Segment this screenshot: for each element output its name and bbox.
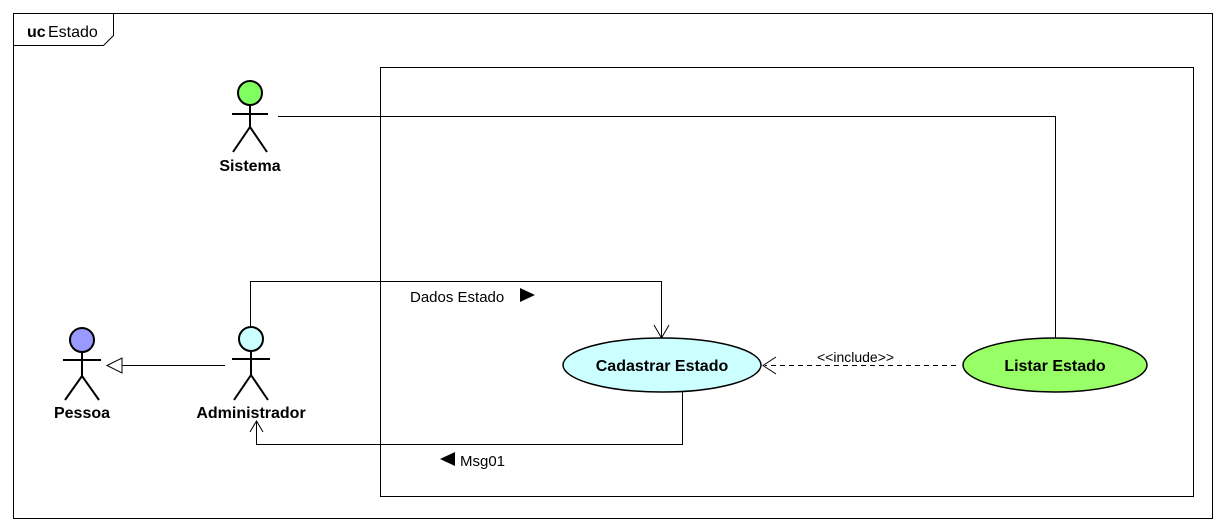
- actor-head: [237, 80, 263, 106]
- message-direction-left: [440, 452, 455, 466]
- actor-sistema-label: Sistema: [219, 158, 280, 175]
- association-cadastrar-admin: [256, 392, 683, 445]
- actor-administrador-label: Administrador: [196, 405, 305, 422]
- association-sistema-listar: [278, 116, 1056, 338]
- diagram-frame: [13, 13, 1213, 519]
- frame-name-tab: [13, 13, 114, 46]
- include-arrowhead: [762, 356, 777, 375]
- actor-pessoa[interactable]: [63, 327, 101, 401]
- actor-head: [69, 327, 95, 353]
- open-arrowhead-admin: [249, 420, 264, 433]
- include-label: <<include>>: [817, 349, 894, 365]
- message-direction-right: [520, 288, 535, 302]
- usecase-listar-label: Listar Estado: [1004, 358, 1106, 375]
- frame-keyword: uc: [27, 24, 46, 41]
- generalization-arrowhead: [105, 357, 123, 374]
- association-admin-cadastrar: [250, 281, 662, 338]
- actor-administrador[interactable]: [232, 326, 270, 401]
- actor-pessoa-label: Pessoa: [54, 405, 110, 422]
- usecase-cadastrar-label: Cadastrar Estado: [596, 358, 729, 375]
- message-dados-estado: Dados Estado: [410, 289, 504, 306]
- usecase-listar-estado[interactable]: [962, 337, 1148, 393]
- actor-head: [238, 326, 264, 352]
- message-msg01: Msg01: [460, 453, 505, 470]
- actor-sistema[interactable]: [232, 80, 268, 153]
- frame-name: Estado: [48, 24, 98, 41]
- usecase-cadastrar-estado[interactable]: [562, 337, 762, 393]
